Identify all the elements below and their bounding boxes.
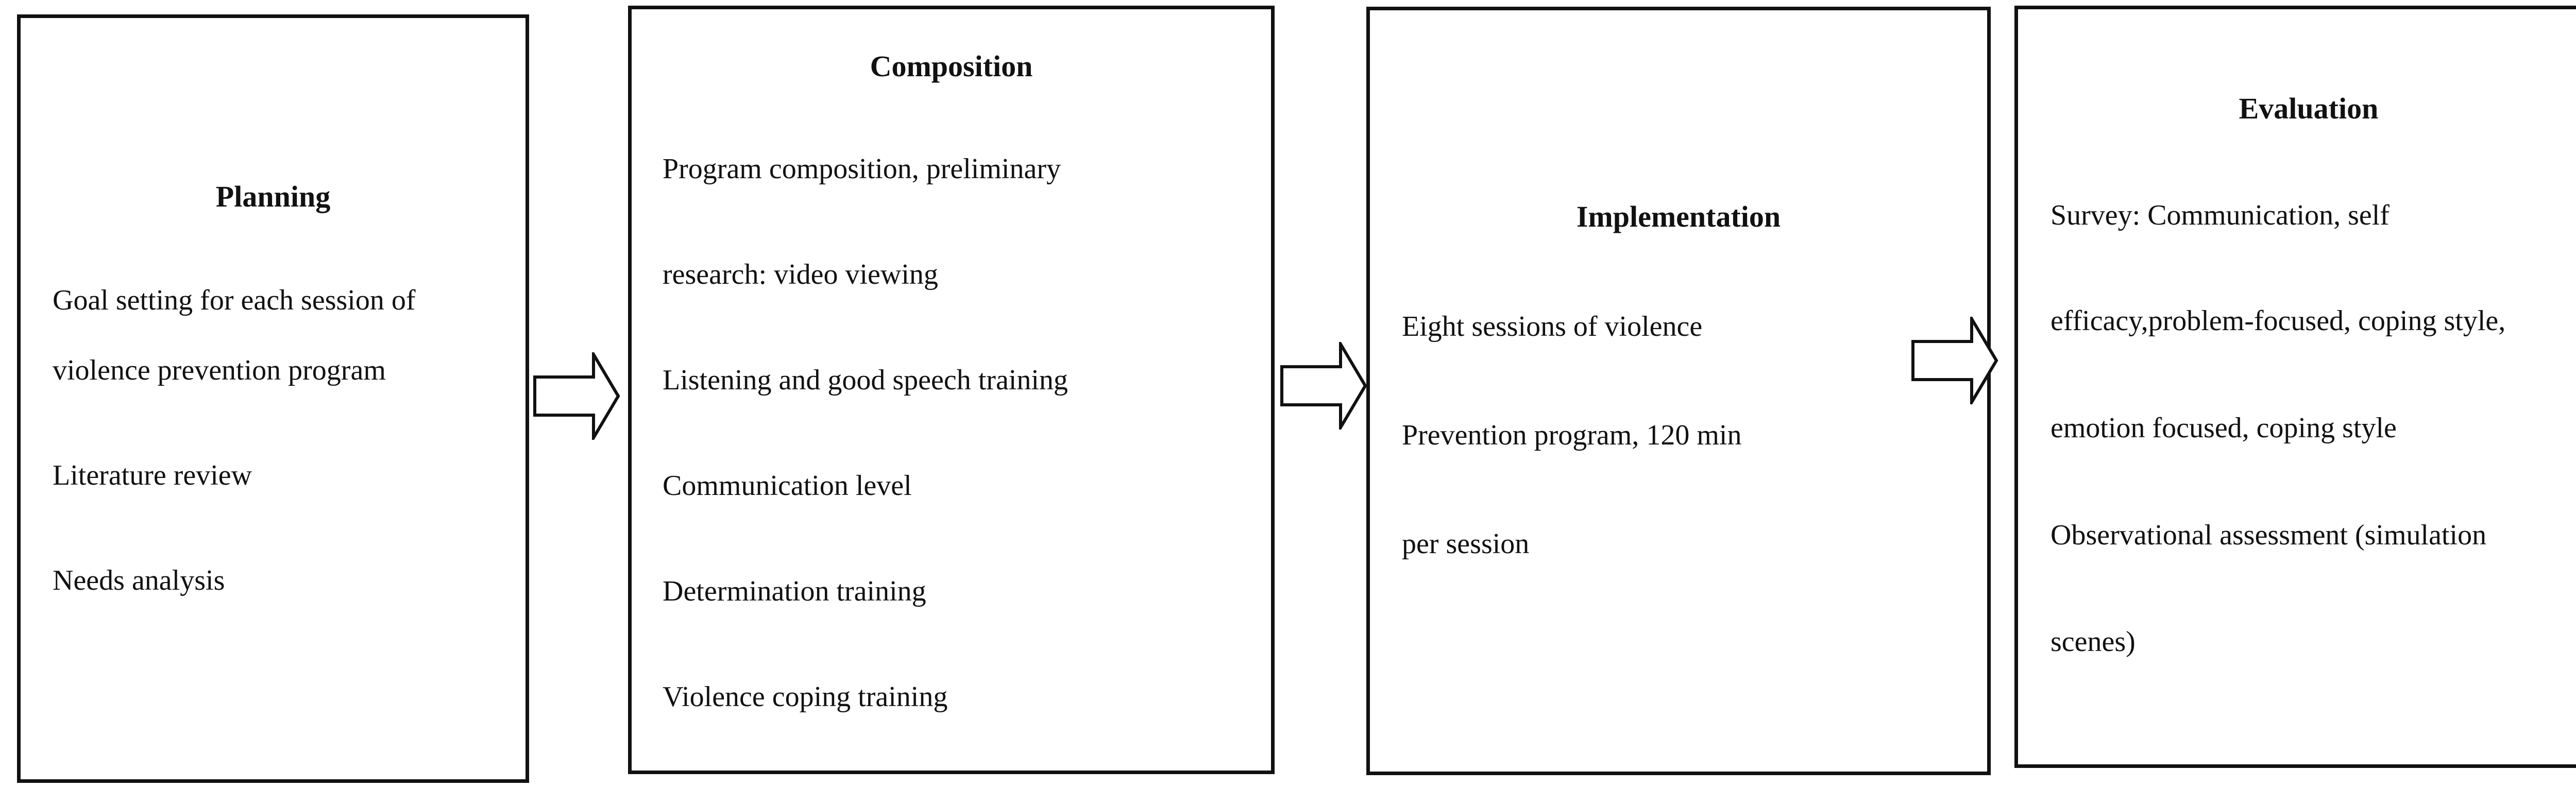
arrow-planning-to-composition [533, 352, 620, 440]
composition-line-1: Program composition, preliminary [663, 153, 1061, 185]
planning-line-3: Literature review [53, 459, 252, 491]
planning-box: Planning Goal setting for each session o… [17, 14, 529, 783]
planning-title: Planning [215, 180, 331, 213]
composition-box: Composition Program composition, prelimi… [628, 6, 1275, 774]
implementation-line-1: Eight sessions of violence [1402, 311, 1703, 343]
arrow-implementation-to-evaluation [1911, 317, 1998, 404]
composition-line-4: Communication level [663, 470, 912, 502]
planning-line-4: Needs analysis [53, 564, 225, 596]
composition-line-2: research: video viewing [663, 259, 938, 290]
evaluation-line-5: scenes) [2050, 626, 2136, 658]
evaluation-line-1: Survey: Communication, self [2050, 199, 2389, 231]
right-arrow-icon [1280, 342, 1367, 430]
evaluation-line-4: Observational assessment (simulation [2050, 519, 2487, 551]
composition-line-5: Determination training [663, 575, 926, 607]
implementation-title: Implementation [1576, 200, 1781, 233]
implementation-box: Implementation Eight sessions of violenc… [1366, 7, 1991, 775]
evaluation-box: Evaluation Survey: Communication, self e… [2014, 6, 2576, 768]
evaluation-line-3: emotion focused, coping style [2050, 412, 2397, 444]
evaluation-line-2: efficacy,problem-focused, coping style, [2050, 305, 2506, 337]
composition-line-6: Violence coping training [663, 681, 948, 713]
implementation-line-2: Prevention program, 120 min [1402, 419, 1742, 451]
right-arrow-icon [533, 352, 620, 440]
evaluation-title: Evaluation [2239, 92, 2379, 125]
composition-line-3: Listening and good speech training [663, 364, 1068, 396]
implementation-line-3: per session [1402, 528, 1530, 560]
composition-title: Composition [870, 49, 1033, 83]
planning-line-1: Goal setting for each session of [53, 284, 416, 316]
arrow-composition-to-implementation [1280, 342, 1367, 430]
right-arrow-icon [1911, 317, 1998, 404]
planning-line-2: violence prevention program [53, 354, 386, 386]
